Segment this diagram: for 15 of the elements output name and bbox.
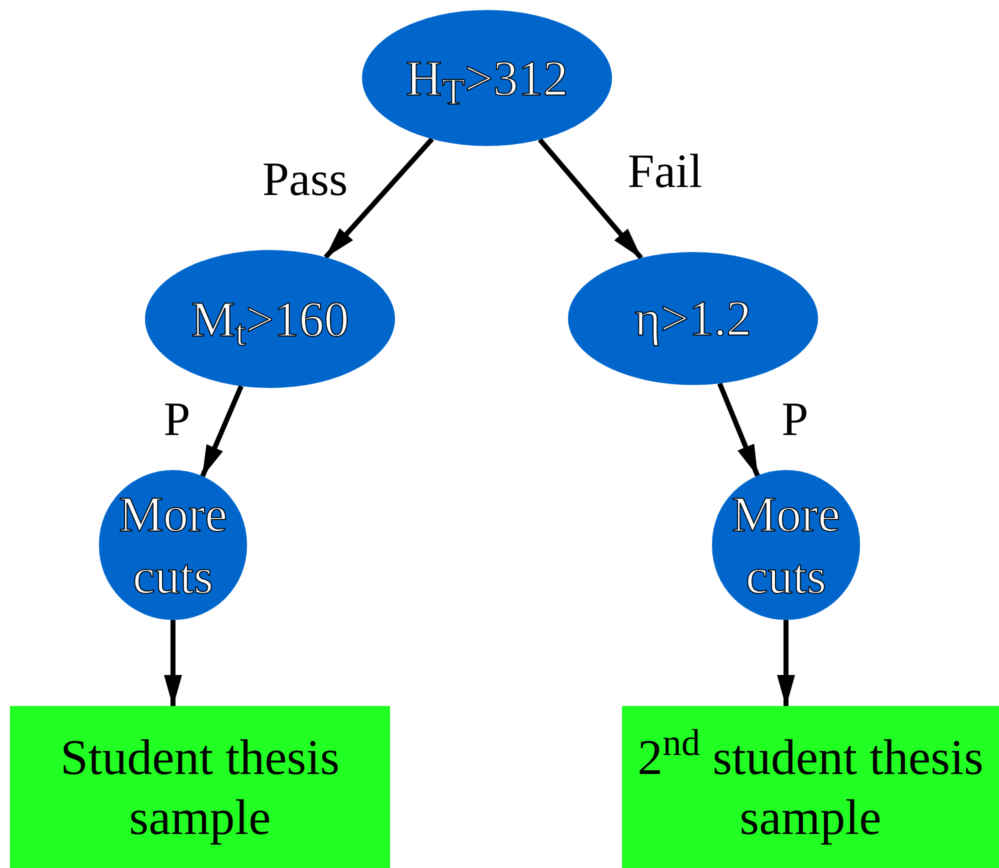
arrow xyxy=(324,137,434,259)
edge-label: P xyxy=(164,396,190,444)
output-box: 2$^{nd}$ student thesis sample xyxy=(622,706,999,868)
decision-ellipse: M$_{t}$>160 xyxy=(145,250,395,388)
edge-label: P xyxy=(782,396,808,444)
arrow xyxy=(200,385,244,478)
arrow xyxy=(717,382,760,477)
edge-label: Pass xyxy=(262,156,348,204)
output-box: Student thesis sample xyxy=(10,706,390,868)
arrow xyxy=(777,620,795,707)
arrow xyxy=(538,138,644,260)
arrow xyxy=(164,620,182,707)
edge-label: Fail xyxy=(628,148,702,196)
decision-ellipse: η>1.2 xyxy=(568,252,818,385)
decision-ellipse: H$_{T}$>312 xyxy=(362,10,612,146)
